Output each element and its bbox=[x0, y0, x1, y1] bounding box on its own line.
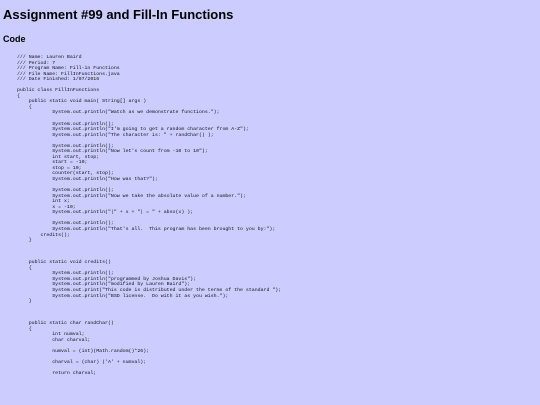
code-line: int x; bbox=[17, 199, 70, 205]
code-line: charval = (char) ('A' + numval); bbox=[17, 360, 147, 366]
code-line: /// Program Name: Fill-in Functions bbox=[17, 66, 120, 72]
code-line: System.out.println("I'm going to get a r… bbox=[17, 127, 249, 133]
code-line: public static char randChar() bbox=[17, 321, 114, 327]
code-line: numval = (int)(Math.random()*26); bbox=[17, 348, 150, 354]
code-line: { bbox=[17, 93, 20, 99]
code-line: char charval; bbox=[17, 337, 91, 343]
code-line: public static void main( String[] args ) bbox=[17, 99, 147, 105]
code-line: x = -10; bbox=[17, 204, 76, 210]
code-line: System.out.println(); bbox=[17, 188, 114, 194]
code-line: /// Date Finished: 1/07/2016 bbox=[17, 77, 100, 83]
code-line: System.out.println("Now we take the abso… bbox=[17, 193, 246, 199]
code-line: counter(start, stop); bbox=[17, 171, 114, 177]
code-line: System.out.println(); bbox=[17, 143, 114, 149]
code-block: /// Name: Lauren Baird/// Period: 7/// P… bbox=[17, 55, 281, 377]
code-line: public class FillInFunctions bbox=[17, 88, 100, 94]
page-title: Assignment #99 and Fill-In Functions bbox=[3, 7, 234, 22]
code-line: { bbox=[17, 104, 32, 110]
code-line: System.out.println("BSD license. Do with… bbox=[17, 293, 229, 299]
code-line: System.out.println("Watch as we demonstr… bbox=[17, 110, 220, 116]
code-line: start = -10; bbox=[17, 160, 88, 166]
code-line: System.out.println("Now let's count from… bbox=[17, 149, 208, 155]
code-line: { bbox=[17, 265, 32, 271]
code-line: System.out.println(); bbox=[17, 221, 114, 227]
code-line: System.out.println(); bbox=[17, 271, 114, 277]
code-line: System.out.println("That's all. This pro… bbox=[17, 226, 276, 232]
code-line: int start, stop; bbox=[17, 154, 100, 160]
code-line: credits(); bbox=[17, 232, 70, 238]
code-heading: Code bbox=[3, 34, 26, 44]
code-line: System.out.println("modified by Lauren B… bbox=[17, 282, 191, 288]
code-line: public static void credits() bbox=[17, 260, 111, 266]
code-line: /// Name: Lauren Baird bbox=[17, 55, 82, 60]
code-line: System.out.println("programmed by Joshua… bbox=[17, 276, 197, 282]
code-line: /// File Name: FillInFunctions.java bbox=[17, 71, 120, 77]
code-line: { bbox=[17, 326, 32, 332]
code-line: /// Period: 7 bbox=[17, 60, 56, 66]
code-line: } bbox=[17, 299, 32, 305]
code-line: System.out.println(); bbox=[17, 121, 114, 127]
code-line: System.out.println("The character is: " … bbox=[17, 132, 214, 138]
code-line: return charval; bbox=[17, 371, 97, 377]
code-line: System.out.print("This code is distribut… bbox=[17, 287, 282, 293]
code-line: int numval; bbox=[17, 332, 85, 338]
code-line: stop = 10; bbox=[17, 165, 82, 171]
code-line: } bbox=[17, 238, 32, 244]
code-line: System.out.println("How was that?"); bbox=[17, 177, 158, 183]
code-line: System.out.println("|" + x + "| = " + ab… bbox=[17, 210, 194, 216]
